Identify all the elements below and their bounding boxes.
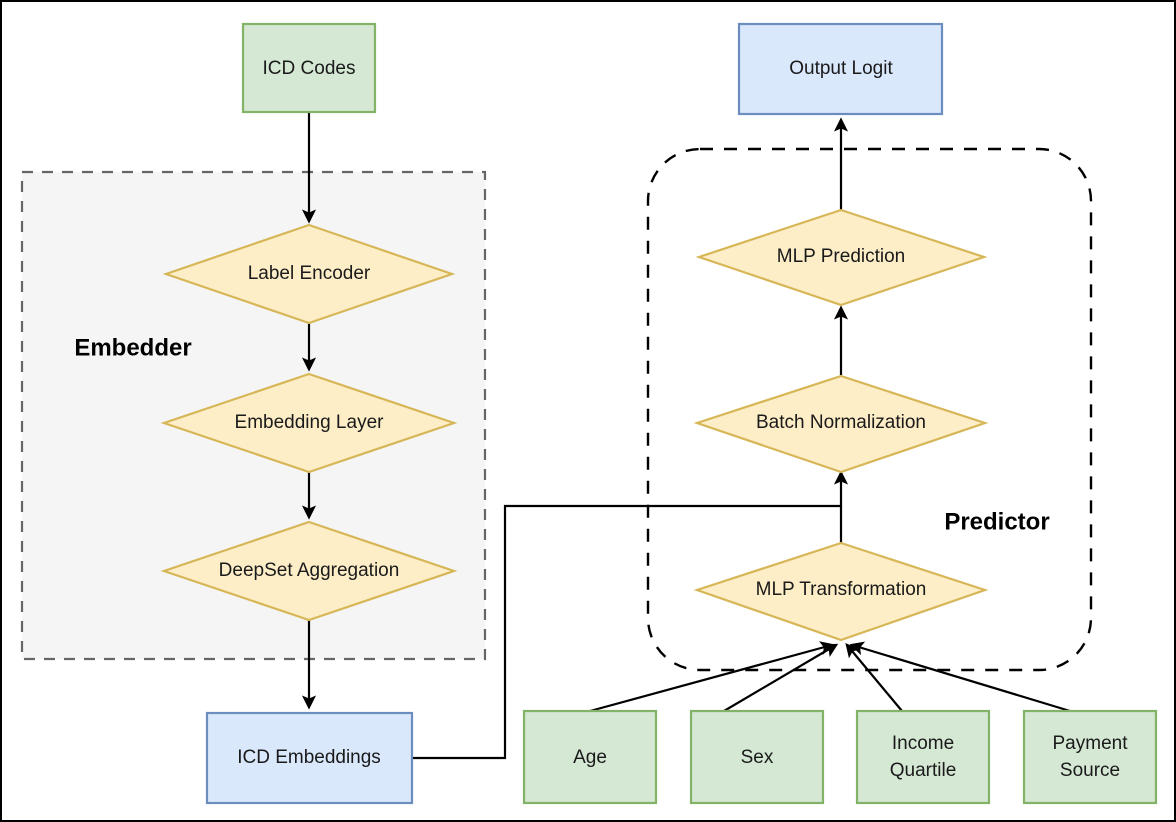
node-label-encoder[interactable]: Label Encoder [162, 223, 456, 325]
age-label: Age [573, 747, 607, 768]
node-age[interactable]: Age [522, 709, 658, 805]
sex-label: Sex [741, 747, 774, 768]
edge-layer [301, 112, 1071, 760]
embedder-group-label: Embedder [74, 334, 191, 361]
icd-embeddings-box[interactable] [205, 711, 414, 805]
predictor-group-boundary [646, 147, 1093, 672]
node-income-quartile[interactable]: Income Quartile [855, 709, 991, 805]
icd-codes-label: ICD Codes [263, 58, 356, 79]
node-payment-source[interactable]: Payment Source [1022, 709, 1158, 805]
node-deepset-aggregation[interactable]: DeepSet Aggregation [160, 520, 458, 622]
predictor-group-label: Predictor [944, 508, 1049, 535]
node-sex[interactable]: Sex [689, 709, 825, 805]
edge-sex-to-mlp-transformation [723, 643, 839, 712]
label-encoder-diamond[interactable] [162, 223, 456, 325]
node-output-logit[interactable]: Output Logit [737, 22, 944, 116]
node-embedding-layer[interactable]: Embedding Layer [160, 372, 458, 474]
node-icd-codes[interactable]: ICD Codes [241, 22, 377, 114]
sex-box[interactable] [689, 709, 825, 805]
node-mlp-prediction[interactable]: MLP Prediction [695, 208, 988, 307]
label-encoder-label: Label Encoder [248, 263, 371, 284]
deepset-aggregation-label: DeepSet Aggregation [219, 560, 400, 581]
edge-age-to-mlp-transformation [589, 641, 835, 713]
income-quartile-label-line1: Income [892, 733, 954, 754]
edge-income-quartile-to-mlp-transformation [845, 643, 903, 712]
age-box[interactable] [522, 709, 658, 805]
edge-icd-embeddings-to-batch-normalization [412, 470, 849, 760]
payment-source-box[interactable] [1022, 709, 1158, 805]
deepset-aggregation-diamond[interactable] [160, 520, 458, 622]
income-quartile-label-line2: Quartile [890, 760, 957, 781]
payment-source-label-line2: Source [1060, 760, 1120, 781]
node-mlp-transformation[interactable]: MLP Transformation [693, 541, 989, 642]
embedding-layer-diamond[interactable] [160, 372, 458, 474]
output-logit-box[interactable] [737, 22, 944, 116]
mlp-transformation-diamond[interactable] [693, 541, 989, 642]
payment-source-label-line1: Payment [1053, 733, 1129, 754]
icd-embeddings-label: ICD Embeddings [237, 747, 381, 768]
mlp-transformation-label: MLP Transformation [756, 579, 927, 600]
income-quartile-box[interactable] [855, 709, 991, 805]
output-logit-label: Output Logit [789, 58, 893, 79]
mlp-prediction-diamond[interactable] [695, 208, 988, 307]
node-icd-embeddings[interactable]: ICD Embeddings [205, 711, 414, 805]
batch-normalization-label: Batch Normalization [756, 412, 926, 433]
edge-payment-source-to-mlp-transformation [849, 641, 1071, 713]
embedding-layer-label: Embedding Layer [235, 412, 385, 433]
mlp-prediction-label: MLP Prediction [777, 246, 906, 267]
icd-codes-box[interactable] [241, 22, 377, 114]
group-predictor: Predictor [646, 147, 1093, 672]
batch-normalization-diamond[interactable] [693, 374, 989, 474]
node-batch-normalization[interactable]: Batch Normalization [693, 374, 989, 474]
